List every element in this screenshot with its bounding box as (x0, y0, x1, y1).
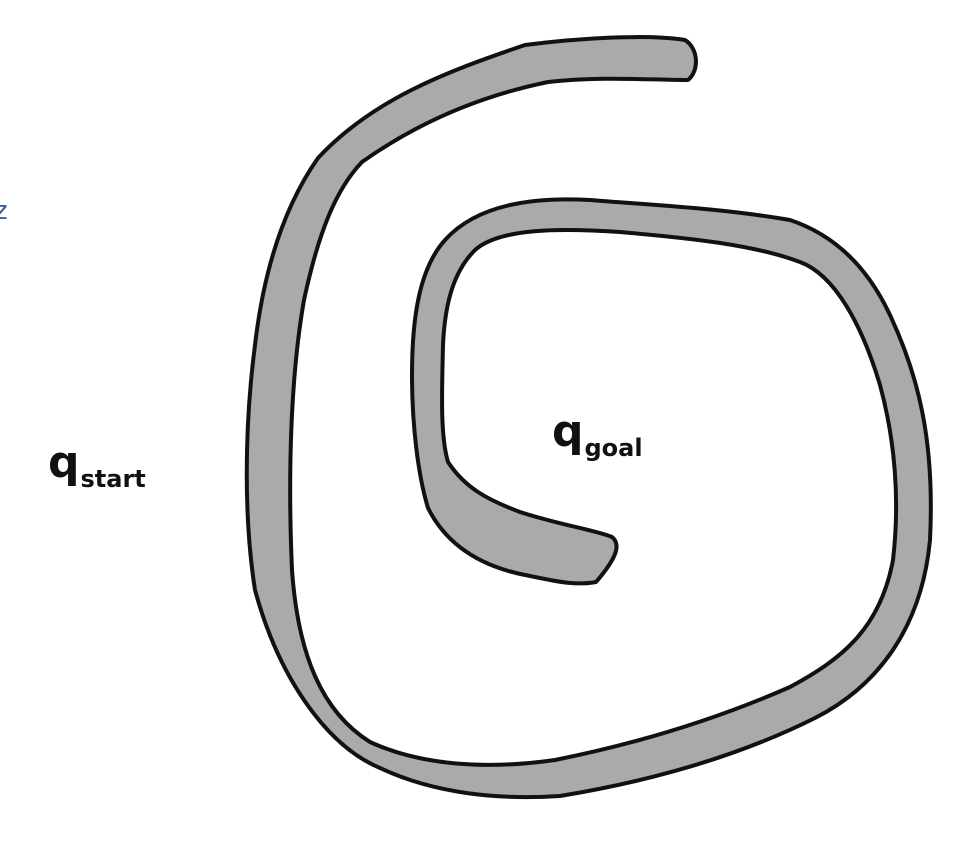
q-start-subscript: start (80, 465, 146, 493)
q-start-base: q (48, 437, 80, 488)
edge-mark: z (0, 196, 8, 226)
q-goal-base: q (552, 406, 584, 457)
q-goal-subscript: goal (584, 434, 643, 462)
q-goal-label: qgoal (552, 410, 643, 461)
outer-wall (244, 35, 933, 800)
q-start-label: qstart (48, 441, 146, 492)
